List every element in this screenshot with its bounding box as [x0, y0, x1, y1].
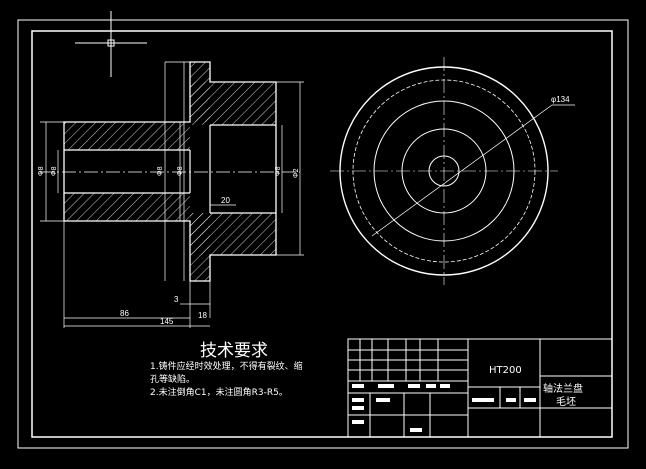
- title-block-labels: [352, 384, 536, 432]
- tech-line-2: 孔等缺陷。: [150, 373, 195, 385]
- tech-line-3: 2.未注倒角C1，未注圆角R3-R5。: [150, 386, 288, 398]
- part-name-label: 轴法兰盘: [543, 382, 583, 395]
- dim-len-18: 18: [198, 311, 207, 320]
- hatch-flange-bottom: [190, 213, 210, 281]
- dim-d-mid-a: Φ8: [157, 166, 164, 176]
- material-label: HT200: [489, 365, 522, 376]
- title-block: [347, 338, 613, 438]
- dim-d-view: φ134: [551, 95, 570, 104]
- part-sub-label: 毛坯: [556, 396, 576, 408]
- hatch-hub-top: [190, 82, 276, 125]
- dim-d-outer: Φ2: [293, 168, 300, 178]
- dim-len-145: 145: [160, 317, 174, 326]
- dim-d-left-b: Φ8: [51, 166, 58, 176]
- dim-len-86: 86: [120, 309, 129, 318]
- section-view: Φ8 Φ8 Φ8 Φ8 Φ8 Φ2 20 3 18 86 145: [38, 61, 304, 328]
- dim-len-3: 3: [174, 295, 179, 304]
- crosshair-cursor-icon: [75, 11, 147, 77]
- sheet-outer-border: [17, 19, 629, 449]
- dim-d-mid-b: Φ8: [177, 166, 184, 176]
- end-view: [330, 57, 575, 285]
- dim-d-left-a: Φ8: [38, 166, 45, 176]
- hatch-left-top: [64, 122, 190, 150]
- tech-title: 技术要求: [200, 341, 268, 361]
- tech-line-1: 1.铸件应经时效处理，不得有裂纹、缩: [150, 360, 303, 372]
- hatch-left-bottom: [64, 193, 190, 221]
- dim-d-right: Φ8: [275, 166, 282, 176]
- dim-len-20: 20: [221, 196, 230, 205]
- drawing-frame: [31, 30, 613, 438]
